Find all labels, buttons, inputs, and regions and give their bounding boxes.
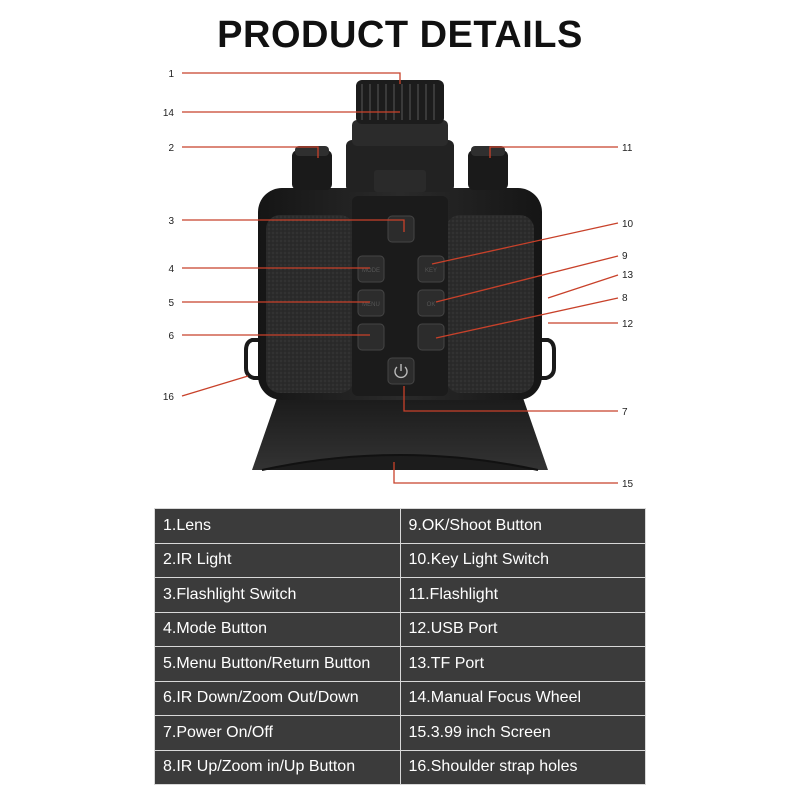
power-icon (394, 364, 408, 379)
grip-right (446, 215, 534, 393)
legend-cell: 2.IR Light (154, 542, 401, 578)
zoom-out-button[interactable] (357, 323, 385, 351)
flashlight (468, 146, 508, 190)
legend-cell: 11.Flashlight (399, 577, 646, 613)
table-row: 6.IR Down/Zoom Out/Down 14.Manual Focus … (154, 680, 646, 716)
table-row: 1.Lens 9.OK/Shoot Button (154, 508, 646, 544)
table-row: 3.Flashlight Switch 11.Flashlight (154, 577, 646, 613)
binocular-diagram: MODE MENU KEY OK 1 14 2 11 3 10 9 13 (163, 69, 634, 490)
parts-legend-table: 1.Lens 9.OK/Shoot Button 2.IR Light 10.K… (154, 508, 646, 785)
callout-5: 5 (168, 298, 174, 309)
table-row: 8.IR Up/Zoom in/Up Button 16.Shoulder st… (154, 749, 646, 785)
table-row: 4.Mode Button 12.USB Port (154, 611, 646, 647)
legend-cell: 8.IR Up/Zoom in/Up Button (154, 749, 401, 785)
leader-lines (181, 72, 619, 484)
mode-button-label: MODE (362, 268, 380, 274)
legend-cell: 5.Menu Button/Return Button (154, 646, 401, 682)
menu-button[interactable] (357, 289, 385, 317)
screen-hood (252, 395, 548, 470)
table-row: 2.IR Light 10.Key Light Switch (154, 542, 646, 578)
strap-hole-right (538, 338, 556, 380)
callout-3: 3 (168, 216, 174, 227)
legend-cell: 6.IR Down/Zoom Out/Down (154, 680, 401, 716)
legend-cell: 1.Lens (154, 508, 401, 544)
grip-left (266, 215, 354, 393)
callout-13: 13 (622, 270, 634, 281)
legend-cell: 4.Mode Button (154, 611, 401, 647)
legend-cell: 15.3.99 inch Screen (399, 715, 646, 751)
ok-button[interactable] (417, 289, 445, 317)
callout-4: 4 (168, 264, 174, 275)
legend-cell: 12.USB Port (399, 611, 646, 647)
callout-1: 1 (168, 69, 174, 80)
callout-8: 8 (622, 293, 628, 304)
callout-9: 9 (622, 251, 628, 262)
key-button-label: KEY (425, 268, 437, 274)
callout-6: 6 (168, 331, 174, 342)
callout-11: 11 (622, 143, 633, 154)
legend-cell: 14.Manual Focus Wheel (399, 680, 646, 716)
callout-10: 10 (622, 219, 634, 230)
callout-15: 15 (622, 479, 634, 490)
ir-light (292, 146, 332, 190)
page-title: PRODUCT DETAILS (217, 14, 583, 56)
callout-7: 7 (622, 407, 628, 418)
strap-hole-left (244, 338, 262, 380)
legend-cell: 3.Flashlight Switch (154, 577, 401, 613)
zoom-in-button[interactable] (417, 323, 445, 351)
mode-button[interactable] (357, 255, 385, 283)
legend-cell: 10.Key Light Switch (399, 542, 646, 578)
callout-2: 2 (168, 143, 174, 154)
ok-button-label: OK (427, 302, 436, 308)
callout-16: 16 (163, 392, 175, 403)
table-row: 5.Menu Button/Return Button 13.TF Port (154, 646, 646, 682)
menu-button-label: MENU (362, 302, 380, 308)
legend-cell: 9.OK/Shoot Button (399, 508, 646, 544)
callout-labels: 1 14 2 11 3 10 9 13 4 8 5 12 6 16 7 15 (163, 69, 634, 490)
callout-12: 12 (622, 319, 634, 330)
legend-cell: 16.Shoulder strap holes (399, 749, 646, 785)
legend-cell: 7.Power On/Off (154, 715, 401, 751)
lens (346, 80, 454, 192)
table-row: 7.Power On/Off 15.3.99 inch Screen (154, 715, 646, 751)
legend-cell: 13.TF Port (399, 646, 646, 682)
flashlight-switch-button[interactable] (387, 215, 415, 243)
callout-14: 14 (163, 108, 175, 119)
